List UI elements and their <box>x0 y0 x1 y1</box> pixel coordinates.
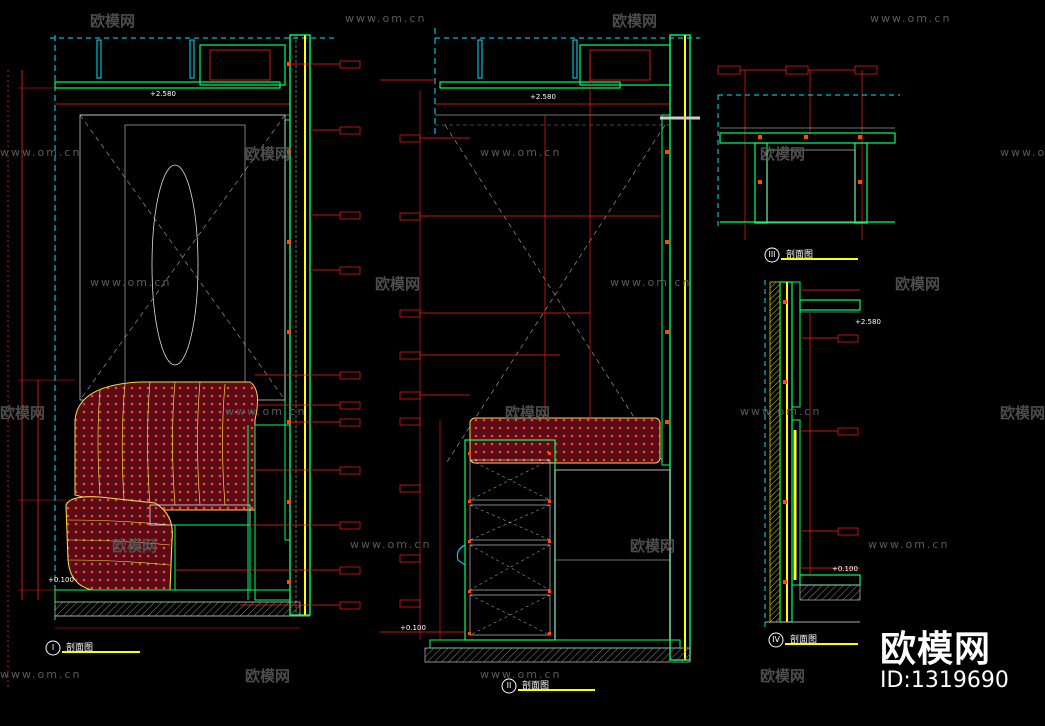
section-2-drawing <box>380 28 700 694</box>
watermark-url: www.om.cn <box>740 405 822 418</box>
section-4-drawing <box>764 280 861 648</box>
watermark-brand: 欧模网 <box>245 145 291 163</box>
section-3-title: 剖面图 <box>786 250 814 260</box>
watermark-brand: 欧模网 <box>90 12 136 30</box>
level-label-section1-floor: +0.100 <box>48 576 74 584</box>
watermark-brand: 欧模网 <box>112 537 158 555</box>
watermark-url: www.om.cn <box>480 668 562 681</box>
watermark-url: www.om.cn <box>90 276 172 289</box>
watermark-url: www.om.cn <box>1000 146 1045 159</box>
watermark-brand: 欧模网 <box>375 275 421 293</box>
watermark-brand: 欧模网 <box>760 145 806 163</box>
watermark-brand: 欧模网 <box>1000 404 1045 422</box>
section-3-number: III <box>768 250 776 259</box>
watermark-brand: 欧模网 <box>760 667 806 685</box>
level-label-section2-floor: +0.100 <box>400 624 426 632</box>
watermark-brand: 欧模网 <box>505 404 551 422</box>
watermark-url: www.om.cn <box>0 146 82 159</box>
section-2-number: II <box>506 681 512 690</box>
section-4-number: IV <box>772 635 780 644</box>
watermark-brand: 欧模网 <box>245 667 291 685</box>
section-3-drawing <box>717 65 900 263</box>
brand-logo-text: 欧模网 <box>880 629 992 670</box>
watermark-url: www.om.cn <box>870 12 952 25</box>
level-label-section2-ceiling: +2.580 <box>530 93 556 101</box>
section-1-drawing <box>18 34 361 656</box>
section-1-number: I <box>51 643 55 652</box>
watermark-url: www.om.cn <box>868 538 950 551</box>
watermark-brand: 欧模网 <box>895 275 941 293</box>
level-label-section4-floor: +0.100 <box>832 565 858 573</box>
watermark-url: www.om.cn <box>610 276 692 289</box>
watermark-url: www.om.cn <box>345 12 427 25</box>
watermark-url: www.om.cn <box>0 668 82 681</box>
level-label-section1-ceiling: +2.580 <box>150 90 176 98</box>
section-4-title: 剖面图 <box>790 635 818 645</box>
section-2-title: 剖面图 <box>522 681 550 691</box>
watermark-url: www.om.cn <box>225 405 307 418</box>
section-1-title: 剖面图 <box>66 643 94 653</box>
watermark-brand: 欧模网 <box>612 12 658 30</box>
watermark-url: www.om.cn <box>350 538 432 551</box>
level-label-section4-ceiling: +2.580 <box>855 318 881 326</box>
watermark-brand: 欧模网 <box>630 537 676 555</box>
brand-id: ID:1319690 <box>880 668 1009 693</box>
watermark-brand: 欧模网 <box>0 404 46 422</box>
watermark-url: www.om.cn <box>480 146 562 159</box>
